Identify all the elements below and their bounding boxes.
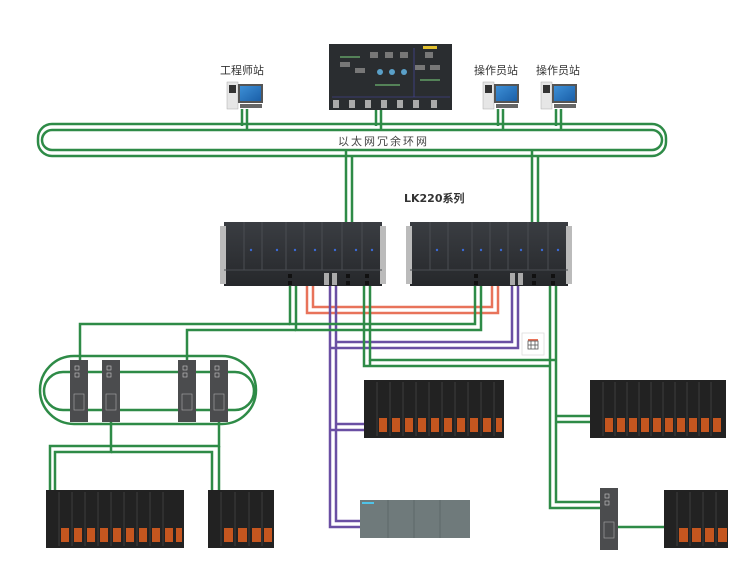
operator-station-label-2: 操作员站 xyxy=(536,63,580,77)
operator-station-computer-icon-1[interactable] xyxy=(482,81,519,110)
switch-3 xyxy=(178,360,196,422)
remote-io-rack-bottom-right[interactable] xyxy=(664,490,728,548)
controller-rack-b[interactable] xyxy=(406,222,572,286)
remote-io-rack-right[interactable] xyxy=(590,380,726,438)
remote-io-rack-bottom-left-large[interactable] xyxy=(46,490,184,548)
switch-1 xyxy=(70,360,88,422)
plc-device[interactable] xyxy=(360,500,470,538)
controller-series-title: LK220系列 xyxy=(404,191,465,205)
switch-4 xyxy=(210,360,228,422)
profibus-links xyxy=(328,286,520,529)
station-drop-lines xyxy=(240,109,563,130)
controller-rack-a[interactable] xyxy=(220,222,386,286)
switch-ring[interactable] xyxy=(38,354,258,426)
engineer-station-label: 工程师站 xyxy=(220,63,264,77)
redundancy-links xyxy=(305,286,500,315)
operator-station-computer-icon-2[interactable] xyxy=(540,81,577,110)
remote-io-rack-bottom-left-small[interactable] xyxy=(208,490,274,548)
table-grid-icon[interactable] xyxy=(521,332,545,356)
ring-to-controller-lines xyxy=(344,150,540,222)
engineer-station-computer-icon[interactable] xyxy=(226,81,263,110)
hmi-process-screen[interactable] xyxy=(329,44,452,110)
ring-network-label: 以太网冗余环网 xyxy=(338,134,429,148)
operator-station-label-1: 操作员站 xyxy=(474,63,518,77)
controller-ethernet-links xyxy=(78,286,600,510)
remote-io-rack-center[interactable] xyxy=(364,380,504,438)
switch-5[interactable] xyxy=(600,488,618,550)
ring-switches[interactable] xyxy=(70,360,228,422)
switch-to-io-links xyxy=(48,422,221,492)
switch-2 xyxy=(102,360,120,422)
